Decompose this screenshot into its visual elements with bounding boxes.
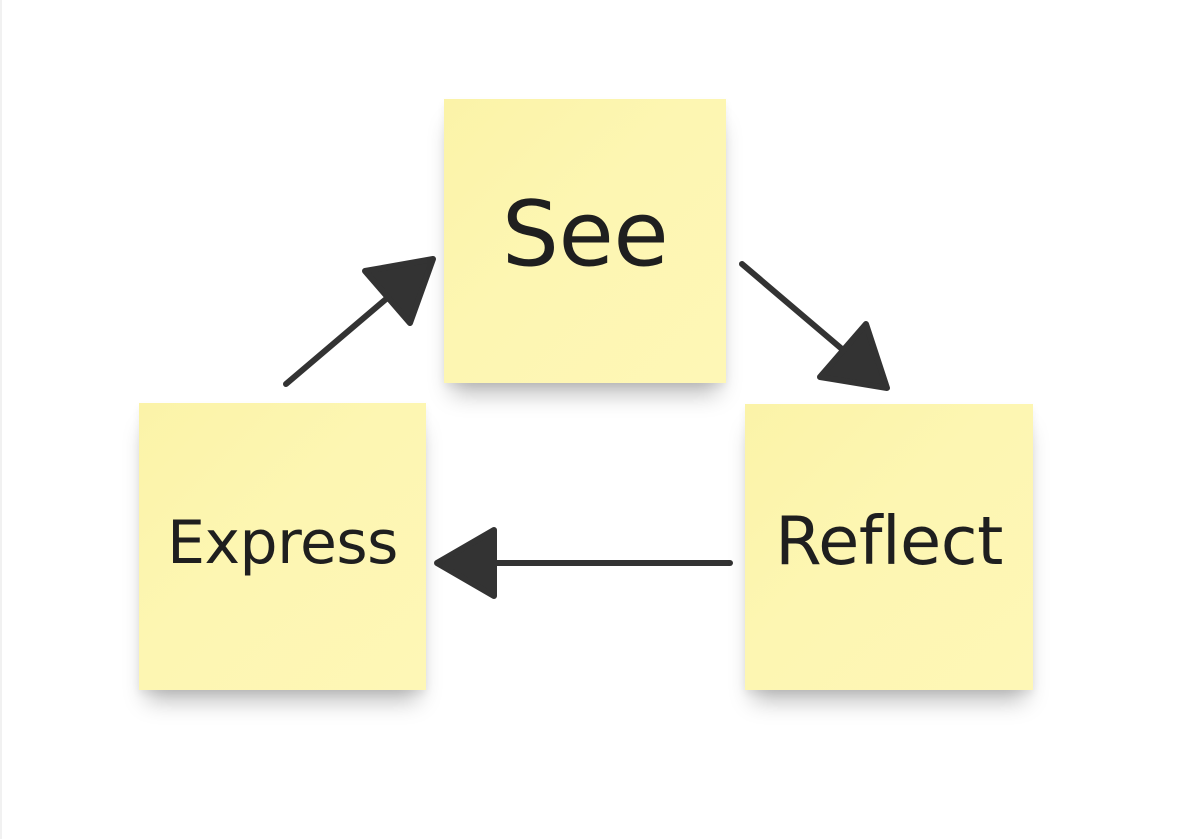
sticky-note-express[interactable]: Express	[139, 403, 426, 690]
arrow-reflect-to-express	[434, 527, 733, 599]
canvas-left-edge	[0, 0, 2, 839]
sticky-note-see[interactable]: See	[444, 99, 726, 383]
sticky-note-reflect[interactable]: Reflect	[745, 404, 1033, 690]
note-label-see: See	[501, 182, 669, 287]
arrow-see-to-reflect	[739, 261, 890, 391]
note-label-express: Express	[167, 507, 398, 578]
arrow-express-to-see	[283, 256, 436, 387]
note-label-reflect: Reflect	[775, 501, 1003, 580]
